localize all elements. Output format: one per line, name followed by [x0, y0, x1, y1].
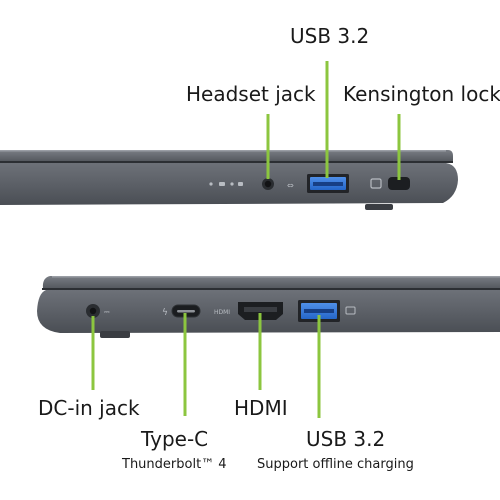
laptop-bottom-side-view: ⎓ ϟ HDMI [37, 276, 500, 418]
type-c-label: Type-C [141, 427, 209, 451]
usb-bottom-sublabel: Support offline charging [257, 457, 414, 472]
hdmi-port: HDMI [214, 302, 283, 320]
laptop-bottom-lid-highlight [52, 276, 500, 278]
thunderbolt-icon: ϟ [162, 308, 168, 318]
battery-icon [345, 306, 356, 315]
kensington-lock-port [370, 177, 410, 190]
dc-in-jack-port: ⎓ [86, 304, 110, 318]
laptop-bottom-seam [42, 288, 500, 290]
usb-top-label: USB 3.2 [290, 24, 370, 48]
laptop-top-side-view: ⇔ [0, 61, 458, 210]
laptop-top-lid-highlight [0, 150, 446, 152]
type-c-sublabel: Thunderbolt™ 4 [122, 457, 227, 472]
usb-port-top-icon: ⇔ [287, 181, 294, 190]
status-led-icons [209, 182, 243, 186]
usb-port-top: ⇔ [287, 174, 349, 193]
hdmi-port-glyph: HDMI [214, 309, 230, 316]
headset-jack-port [262, 178, 274, 190]
kensington-lock-icon [370, 178, 382, 189]
usb-port-bottom [298, 300, 356, 322]
laptop-top-base [0, 163, 458, 205]
kensington-lock-label: Kensington lock [343, 82, 500, 106]
laptop-top-seam [0, 161, 453, 163]
laptop-top-lid [0, 150, 453, 161]
hdmi-label: HDMI [234, 396, 288, 420]
laptop-top-foot [365, 204, 393, 210]
laptop-bottom-lid [42, 276, 500, 288]
laptop-bottom-foot [100, 331, 130, 338]
type-c-port: ϟ [162, 304, 201, 318]
usb-bottom-label: USB 3.2 [306, 427, 386, 451]
headset-jack-label: Headset jack [186, 82, 316, 106]
dc-in-icon: ⎓ [104, 308, 110, 316]
dc-in-jack-label: DC-in jack [38, 396, 140, 420]
